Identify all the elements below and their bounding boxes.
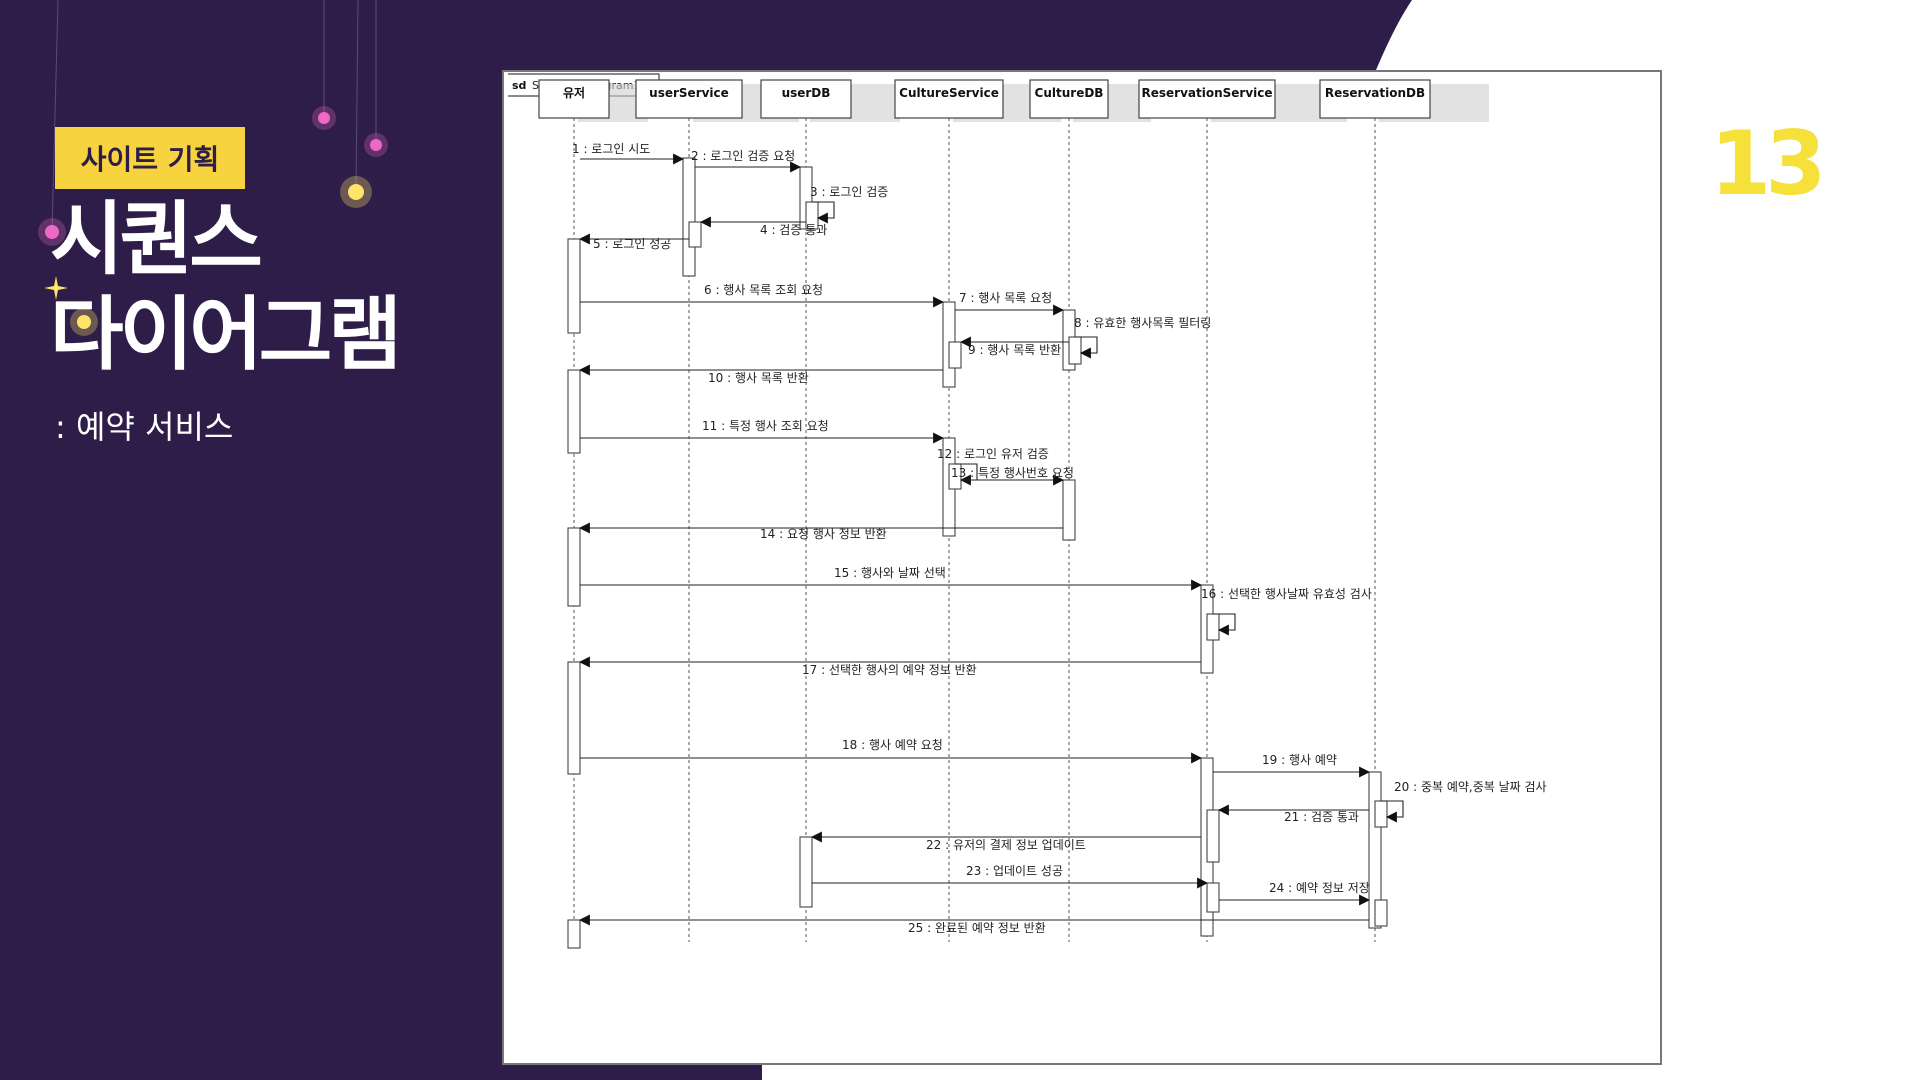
message-label-7: 7 : 행사 목록 요청 — [959, 290, 1052, 305]
lifeline-box-4 — [1029, 79, 1109, 119]
lifeline-label-1: userService — [649, 86, 729, 100]
message-label-24: 24 : 예약 정보 저장 — [1269, 880, 1370, 895]
lifeline-label-3: CultureService — [899, 86, 999, 100]
activation-bar-4 — [567, 238, 581, 334]
lifeline-box-2 — [760, 79, 852, 119]
frame-keyword: sd — [512, 79, 526, 92]
message-label-2: 2 : 로그인 검증 요청 — [691, 149, 795, 163]
lifeline-box-0 — [538, 79, 610, 119]
message-arrow-3 — [812, 201, 835, 224]
message-label-6: 6 : 행사 목록 조회 요청 — [704, 282, 823, 297]
activation-bar-9 — [567, 369, 581, 454]
lifeline-label-2: userDB — [782, 86, 831, 100]
lifeline-box-3 — [894, 79, 1004, 119]
message-label-25: 25 : 완료된 예약 정보 반환 — [908, 920, 1046, 935]
light-pink-1 — [318, 112, 330, 124]
light-yellow-2 — [77, 315, 91, 329]
message-label-23: 23 : 업데이트 성공 — [966, 864, 1063, 878]
message-label-15: 15 : 행사와 날짜 선택 — [834, 565, 946, 580]
activation-bar-15 — [1206, 613, 1220, 641]
message-arrow-20 — [1381, 800, 1404, 823]
message-label-14: 14 : 요청 행사 정보 반환 — [760, 526, 887, 541]
lifeline-label-0: 유저 — [563, 85, 585, 100]
activation-bar-16 — [567, 661, 581, 775]
activation-bar-13 — [567, 527, 581, 607]
lifeline-label-6: ReservationDB — [1325, 86, 1425, 100]
message-label-4: 4 : 검증 통과 — [760, 223, 827, 237]
page-title-line1: 시퀀스 — [50, 193, 263, 286]
message-label-1: 1 : 로그인 시도 — [572, 142, 650, 156]
activation-bar-23 — [1374, 899, 1388, 927]
message-label-10: 10 : 행사 목록 반환 — [708, 370, 809, 385]
lifeline-box-1 — [635, 79, 743, 119]
message-arrow-8 — [1075, 336, 1098, 359]
activation-bar-0 — [682, 157, 696, 277]
light-pink-2 — [370, 139, 382, 151]
page-subtitle: : 예약 서비스 — [55, 408, 234, 446]
sequence-diagram-canvas: sd SequenceDiagram1 유저userServiceuserDBC… — [508, 73, 1547, 949]
activation-bar-24 — [567, 919, 581, 949]
activation-bar-8 — [948, 341, 962, 369]
message-label-8: 8 : 유효한 행사목록 필터링 — [1074, 315, 1211, 330]
message-label-16: 16 : 선택한 행사날짜 유효성 검사 — [1201, 586, 1372, 601]
activation-bar-12 — [1062, 479, 1076, 541]
message-label-21: 21 : 검증 통과 — [1284, 810, 1359, 824]
message-label-19: 19 : 행사 예약 — [1262, 752, 1337, 767]
activation-bar-19 — [1374, 800, 1388, 828]
activation-bar-3 — [688, 221, 702, 248]
sparkle-icon — [44, 276, 68, 300]
lifeline-label-4: CultureDB — [1035, 86, 1104, 100]
message-label-5: 5 : 로그인 성공 — [593, 237, 671, 251]
message-label-11: 11 : 특정 행사 조회 요청 — [702, 418, 829, 433]
activation-bar-21 — [799, 836, 813, 908]
activation-bar-22 — [1206, 882, 1220, 913]
lifeline-label-5: ReservationService — [1141, 86, 1272, 100]
sequence-diagram: sd SequenceDiagram1 유저userServiceuserDBC… — [502, 70, 1662, 1065]
activation-bar-7 — [1068, 336, 1082, 365]
message-label-3: 3 : 로그인 검증 — [810, 185, 888, 199]
badge-site-planning: 사이트 기획 — [55, 127, 245, 189]
lifeline-box-5 — [1138, 79, 1276, 119]
lifeline-box-6 — [1319, 79, 1431, 119]
light-pink-3 — [45, 225, 59, 239]
message-label-17: 17 : 선택한 행사의 예약 정보 반환 — [802, 662, 977, 677]
message-label-18: 18 : 행사 예약 요청 — [842, 737, 943, 752]
page-title-line2: 다이어그램 — [50, 288, 402, 381]
message-label-22: 22 : 유저의 결제 정보 업데이트 — [926, 838, 1086, 852]
message-arrow-16 — [1213, 613, 1236, 636]
message-label-20: 20 : 중복 예약,중복 날짜 검사 — [1394, 779, 1547, 794]
light-yellow — [348, 184, 364, 200]
message-label-12: 12 : 로그인 유저 검증 — [937, 447, 1049, 461]
activation-bar-20 — [1206, 809, 1220, 863]
message-label-9: 9 : 행사 목록 반환 — [968, 342, 1061, 357]
page-number: 13 — [1710, 112, 1826, 215]
message-label-13: 13 : 특정 행사번호 요청 — [951, 465, 1074, 480]
